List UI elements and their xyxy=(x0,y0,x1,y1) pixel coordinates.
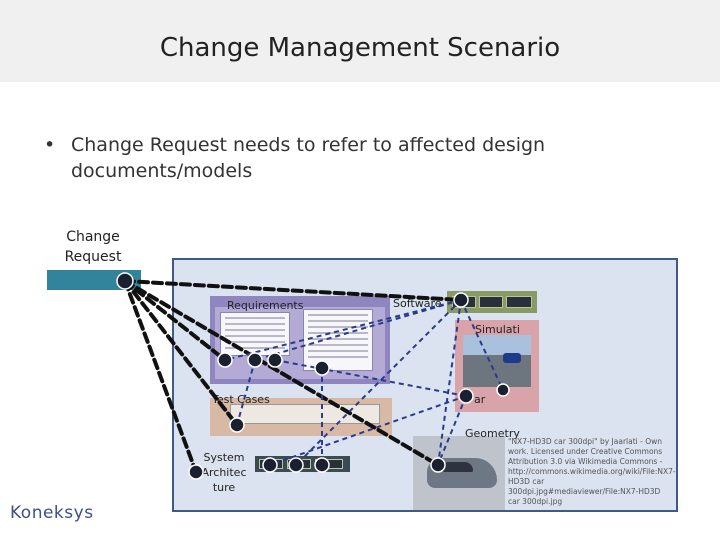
slide-title: Change Management Scenario xyxy=(159,33,561,63)
link-node xyxy=(314,360,330,376)
software-module xyxy=(506,296,532,308)
link-node xyxy=(188,464,204,480)
link-node xyxy=(267,352,283,368)
link-node xyxy=(288,457,304,473)
link-node xyxy=(458,388,474,404)
link-line xyxy=(123,279,463,302)
trace-line xyxy=(254,299,462,361)
geometry-label: Geometry xyxy=(465,427,520,440)
trace-line xyxy=(224,299,462,361)
trace-line xyxy=(295,299,462,466)
trace-line xyxy=(269,395,467,466)
simulation-fragment-label: ar xyxy=(474,393,486,406)
link-node xyxy=(229,417,245,433)
software-module xyxy=(479,296,503,308)
link-node xyxy=(496,383,510,397)
simulation-image xyxy=(463,335,531,387)
link-node xyxy=(430,457,446,473)
change-request-label: Change Request xyxy=(64,229,122,265)
link-node xyxy=(247,352,263,368)
link-line xyxy=(123,279,440,467)
title-bar xyxy=(0,0,720,82)
change-request-node xyxy=(116,272,134,290)
trace-line xyxy=(236,359,256,426)
link-node xyxy=(453,292,469,308)
link-node xyxy=(217,352,233,368)
link-line xyxy=(123,279,239,427)
system-architecture-label: System Architec ture xyxy=(201,451,247,494)
bullet-symbol: • xyxy=(44,134,56,156)
image-credit: "NX7-HD3D car 300dpi" by Jaarlati - Own … xyxy=(508,437,676,506)
requirements-label: Requirements xyxy=(227,299,304,312)
link-node xyxy=(262,457,278,473)
requirements-document xyxy=(303,309,373,371)
link-line xyxy=(123,279,198,474)
trace-line xyxy=(437,395,467,466)
trace-line xyxy=(437,299,462,466)
test-cases-label: Test Cases xyxy=(212,393,270,406)
link-line xyxy=(123,279,227,362)
simulation-label: Simulati xyxy=(475,323,520,336)
geometry-car-image xyxy=(413,436,505,510)
trace-line xyxy=(460,299,504,391)
link-node xyxy=(314,457,330,473)
bullet-text: Change Request needs to refer to affecte… xyxy=(71,134,546,182)
software-label: Software xyxy=(393,297,442,310)
koneksys-logo: Koneksys xyxy=(10,503,94,523)
